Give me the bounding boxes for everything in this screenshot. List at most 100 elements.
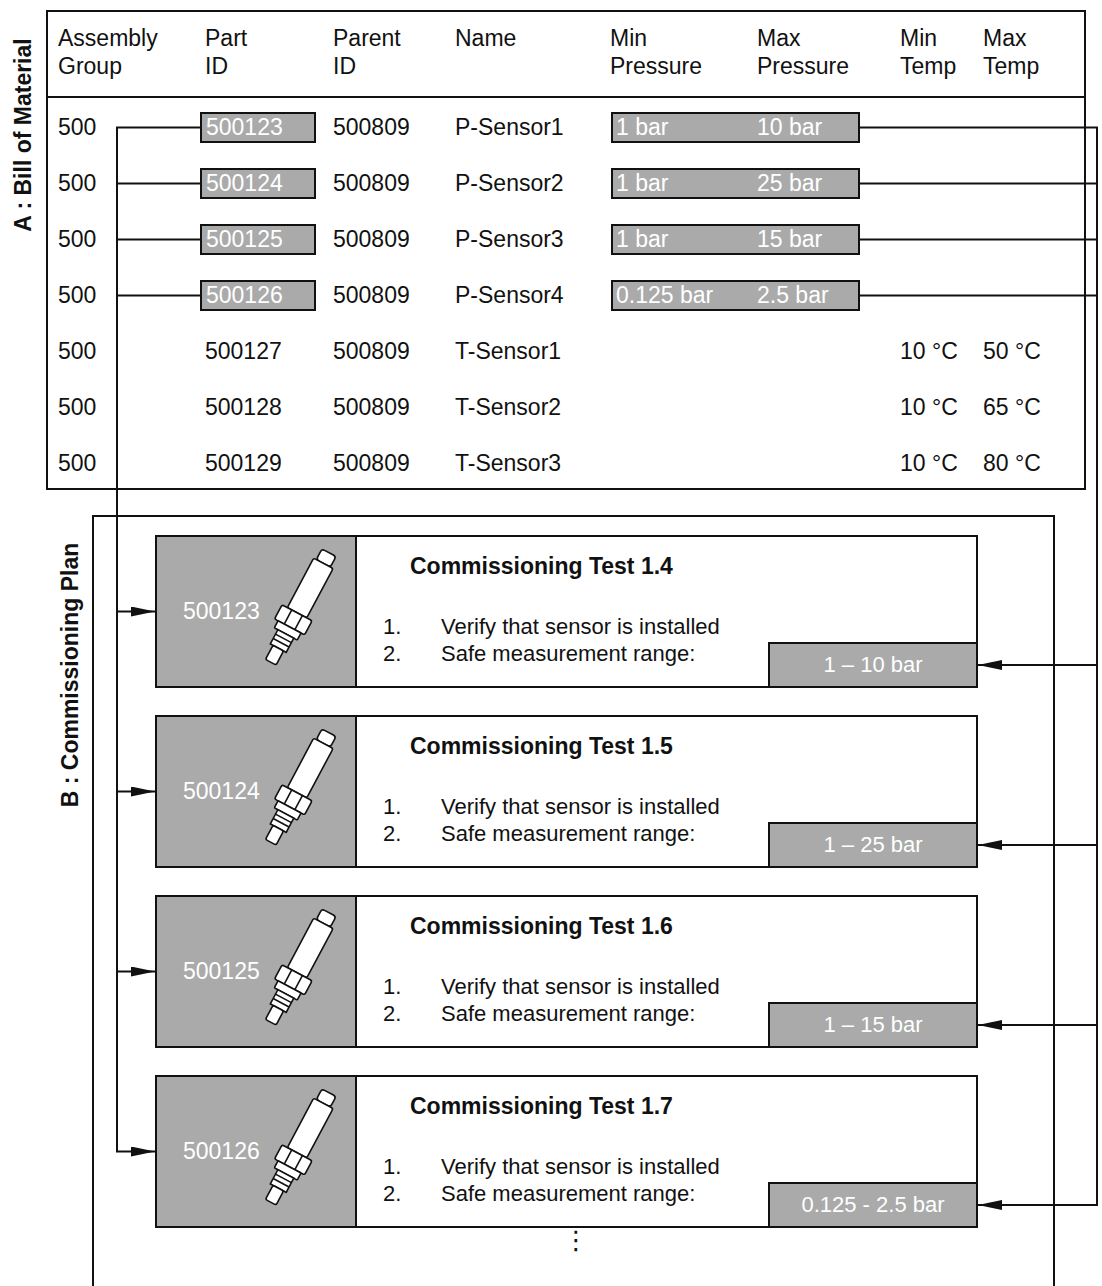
sensor-drawing — [256, 1085, 343, 1210]
table-cell: 500809 — [333, 169, 410, 197]
part-id: 500126 — [206, 282, 283, 309]
sensor-id-cell: 500125 — [155, 895, 357, 1048]
step-number: 2. — [383, 1000, 401, 1028]
table-header: Assembly Group — [58, 24, 178, 80]
step-number: 1. — [383, 973, 401, 1001]
step-text: Safe measurement range: — [441, 820, 695, 848]
part-id: 500125 — [183, 957, 260, 985]
step-number: 2. — [383, 820, 401, 848]
part-id-highlight: 500125 — [200, 224, 316, 255]
range-value-box: 1 – 25 bar — [768, 822, 978, 868]
connector-arrow — [117, 184, 200, 792]
range-value: 1 – 25 bar — [823, 831, 922, 859]
table-cell: 500129 — [205, 449, 282, 477]
panel-title: A : Bill of Material — [8, 38, 36, 231]
table-cell: 500 — [58, 169, 96, 197]
step-text: Safe measurement range: — [441, 640, 695, 668]
pressure-range-highlight: 0.125 bar 2.5 bar — [611, 280, 860, 311]
table-cell: 500 — [58, 281, 96, 309]
header-divider — [46, 96, 1086, 98]
table-cell: 500 — [58, 449, 96, 477]
range-value: 1 – 10 bar — [823, 651, 922, 679]
test-heading: Commissioning Test 1.4 — [410, 552, 673, 580]
part-id: 500123 — [183, 597, 260, 625]
step-text: Verify that sensor is installed — [441, 613, 720, 641]
table-cell: 80 °C — [983, 449, 1041, 477]
table-cell: T-Sensor1 — [455, 337, 561, 365]
range-value: 1 – 15 bar — [823, 1011, 922, 1039]
step-number: 1. — [383, 793, 401, 821]
test-heading: Commissioning Test 1.7 — [410, 1092, 673, 1120]
table-cell: 10 °C — [900, 449, 958, 477]
part-id-highlight: 500123 — [200, 112, 316, 143]
sensor-drawing — [256, 725, 343, 850]
test-heading: Commissioning Test 1.6 — [410, 912, 673, 940]
pressure-value: 1 bar — [616, 170, 668, 197]
table-header: Max Temp — [983, 24, 1058, 80]
table-cell: 500809 — [333, 113, 410, 141]
step-number: 2. — [383, 1180, 401, 1208]
step-number: 2. — [383, 640, 401, 668]
table-cell: 500809 — [333, 337, 410, 365]
table-cell: 10 °C — [900, 393, 958, 421]
continuation-dots: ⋮ — [563, 1226, 589, 1254]
range-value-box: 1 – 15 bar — [768, 1002, 978, 1048]
commissioning-test-card: Commissioning Test 1.4 1. Verify that sens… — [155, 535, 978, 688]
commissioning-plan-panel: B : Commissioning PlanCommissioning Test… — [92, 515, 1055, 1286]
table-cell: T-Sensor3 — [455, 449, 561, 477]
step-text: Verify that sensor is installed — [441, 973, 720, 1001]
range-value-box: 1 – 10 bar — [768, 642, 978, 688]
pressure-sensor-illustration — [253, 721, 343, 861]
table-header: Min Temp — [900, 24, 975, 80]
table-cell: 500128 — [205, 393, 282, 421]
part-id: 500123 — [206, 114, 283, 141]
pressure-sensor-illustration — [253, 1081, 343, 1221]
step-number: 1. — [383, 1153, 401, 1181]
table-cell: 500127 — [205, 337, 282, 365]
pressure-sensor-illustration — [253, 901, 343, 1041]
pressure-value: 2.5 bar — [757, 282, 829, 309]
table-cell: 10 °C — [900, 337, 958, 365]
part-id: 500126 — [183, 1137, 260, 1165]
table-cell: P-Sensor2 — [455, 169, 564, 197]
table-cell: 500 — [58, 113, 96, 141]
step-text: Safe measurement range: — [441, 1000, 695, 1028]
range-value-box: 0.125 - 2.5 bar — [768, 1182, 978, 1228]
table-header: Name — [455, 24, 516, 52]
table-cell: 500 — [58, 337, 96, 365]
test-heading: Commissioning Test 1.5 — [410, 732, 673, 760]
sensor-drawing — [256, 905, 343, 1030]
range-value: 0.125 - 2.5 bar — [801, 1191, 944, 1219]
part-id-highlight: 500124 — [200, 168, 316, 199]
pressure-value: 1 bar — [616, 114, 668, 141]
commissioning-test-card: Commissioning Test 1.6 1. Verify that sens… — [155, 895, 978, 1048]
commissioning-test-card: Commissioning Test 1.71.Verify that sens… — [155, 1075, 978, 1228]
part-id: 500125 — [206, 226, 283, 253]
pressure-range-highlight: 1 bar 15 bar — [611, 224, 860, 255]
panel-title: B : Commissioning Plan — [56, 543, 84, 808]
sensor-id-cell: 500123 — [155, 535, 357, 688]
table-cell: 500 — [58, 393, 96, 421]
table-cell: T-Sensor2 — [455, 393, 561, 421]
step-number: 1. — [383, 613, 401, 641]
table-cell: 500809 — [333, 393, 410, 421]
commissioning-test-card: Commissioning Test 1.5 1. Verify that sens… — [155, 715, 978, 868]
table-cell: 500809 — [333, 225, 410, 253]
part-id: 500124 — [206, 170, 283, 197]
table-cell: 50 °C — [983, 337, 1041, 365]
part-id: 500124 — [183, 777, 260, 805]
table-header: Max Pressure — [757, 24, 867, 80]
table-header: Min Pressure — [610, 24, 720, 80]
pressure-value: 25 bar — [757, 170, 822, 197]
table-cell: 500809 — [333, 449, 410, 477]
pressure-sensor-illustration — [253, 541, 343, 681]
pressure-value: 0.125 bar — [616, 282, 713, 309]
table-cell: 65 °C — [983, 393, 1041, 421]
pressure-value: 15 bar — [757, 226, 822, 253]
pressure-value: 10 bar — [757, 114, 822, 141]
pressure-value: 1 bar — [616, 226, 668, 253]
sensor-id-cell: 500126 — [155, 1075, 357, 1228]
step-text: Verify that sensor is installed — [441, 793, 720, 821]
sensor-drawing — [256, 545, 343, 670]
pressure-range-highlight: 1 bar 10 bar — [611, 112, 860, 143]
